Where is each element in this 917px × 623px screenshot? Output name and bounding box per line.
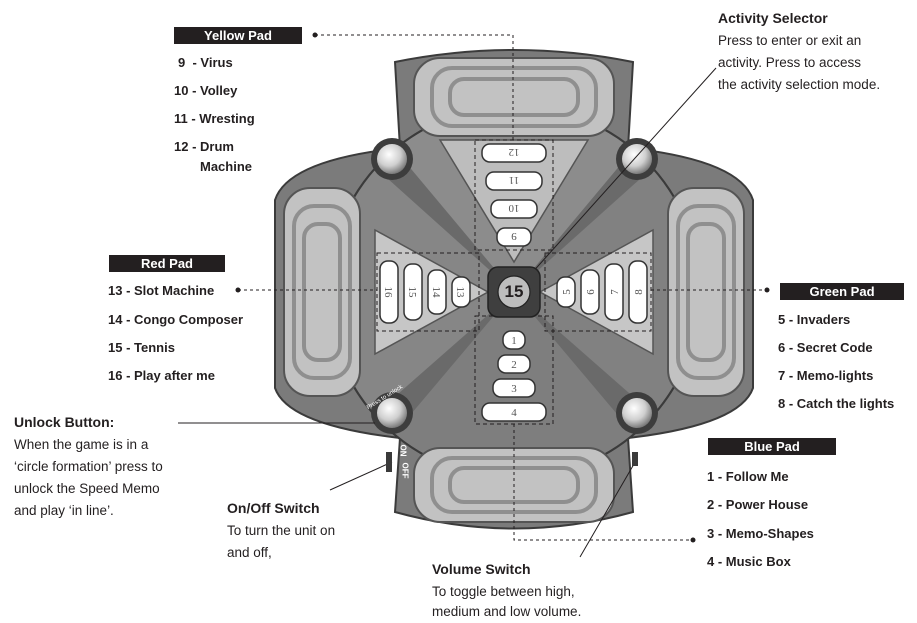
activity-selector-title: Activity Selector: [718, 10, 828, 26]
leader-dots: [235, 32, 770, 543]
green-key-5[interactable]: 5: [556, 276, 576, 308]
activity-selector-button[interactable]: [487, 266, 541, 318]
red-item-14: 14 - Congo Composer: [108, 312, 244, 327]
green-pad-label: Green Pad: [780, 283, 904, 300]
red-pad-label: Red Pad: [109, 255, 225, 272]
volume-switch-title: Volume Switch: [432, 561, 531, 577]
svg-text:4: 4: [511, 407, 517, 419]
on-off-switch-title: On/Off Switch: [227, 500, 320, 516]
svg-text:3: 3: [511, 383, 517, 395]
selector-number: 15: [504, 282, 524, 301]
on-off-switch-desc-1: To turn the unit on: [227, 523, 336, 538]
green-item-6: 6 - Secret Code: [778, 340, 873, 355]
solid-leaders: [178, 67, 717, 558]
green-item-5: 5 - Invaders: [778, 312, 851, 327]
svg-text:13: 13: [454, 287, 466, 299]
blue-key-4[interactable]: 4: [481, 402, 547, 422]
on-label: ON: [398, 444, 408, 457]
yellow-item-12-cont: Machine: [200, 159, 253, 174]
on-off-switch-slot[interactable]: [386, 452, 392, 472]
svg-text:16: 16: [382, 287, 394, 299]
green-key-7[interactable]: 7: [604, 263, 624, 321]
red-item-15: 15 - Tennis: [108, 340, 175, 355]
svg-text:6: 6: [585, 289, 597, 295]
yellow-key-9[interactable]: 9: [496, 227, 532, 247]
volume-switch-desc-1: To toggle between high,: [432, 584, 575, 599]
blue-key-2[interactable]: 2: [497, 354, 531, 374]
yellow-item-9: 9 - Virus: [178, 55, 233, 70]
blue-pad-label: Blue Pad: [708, 438, 836, 455]
unlock-button-desc-2: ‘circle formation’ press to: [14, 459, 163, 474]
svg-text:15: 15: [406, 287, 418, 299]
yellow-outer-pad: [413, 57, 615, 137]
yellow-key-10[interactable]: 10: [490, 199, 538, 219]
blue-item-4: 4 - Music Box: [707, 554, 791, 569]
unlock-button-desc-1: When the game is in a: [14, 437, 149, 452]
yellow-key-12[interactable]: 12: [481, 143, 547, 163]
green-item-8: 8 - Catch the lights: [778, 396, 895, 411]
svg-text:10: 10: [508, 202, 520, 214]
svg-text:5: 5: [561, 289, 573, 295]
corner-buttons: [371, 138, 658, 434]
red-item-16: 16 - Play after me: [108, 368, 215, 383]
off-label: OFF: [400, 462, 410, 479]
activity-selector-desc-1: Press to enter or exit an: [718, 33, 862, 48]
green-item-7: 7 - Memo-lights: [778, 368, 874, 383]
yellow-key-11[interactable]: 11: [485, 171, 543, 191]
svg-text:14: 14: [430, 287, 442, 299]
svg-text:11: 11: [509, 174, 520, 186]
yellow-item-12: 12 - Drum: [174, 139, 234, 154]
svg-text:1: 1: [511, 335, 517, 347]
volume-switch-desc-2: medium and low volume.: [432, 604, 582, 619]
blue-key-3[interactable]: 3: [492, 378, 536, 398]
svg-text:7: 7: [609, 289, 621, 295]
red-key-14[interactable]: 14: [427, 269, 447, 315]
blue-key-1[interactable]: 1: [502, 330, 526, 350]
volume-switch-slot[interactable]: [632, 452, 638, 466]
yellow-item-11: 11 - Wresting: [174, 111, 255, 126]
yellow-item-10: 10 - Volley: [174, 83, 238, 98]
svg-text:8: 8: [633, 289, 645, 295]
unlock-button-desc-3: unlock the Speed Memo: [14, 481, 160, 496]
red-key-16[interactable]: 16: [379, 260, 399, 324]
svg-text:9: 9: [511, 230, 517, 242]
red-item-13: 13 - Slot Machine: [108, 283, 215, 298]
yellow-pad-label: Yellow Pad: [174, 27, 302, 44]
green-key-6[interactable]: 6: [580, 269, 600, 315]
red-key-15[interactable]: 15: [403, 263, 423, 321]
red-key-13[interactable]: 13: [451, 276, 471, 308]
svg-text:12: 12: [509, 146, 520, 158]
on-off-switch-desc-2: and off,: [227, 545, 272, 560]
green-outer-pad: [667, 187, 745, 397]
red-outer-pad: [283, 187, 361, 397]
activity-selector-desc-2: activity. Press to access: [718, 55, 862, 70]
blue-item-2: 2 - Power House: [707, 497, 809, 512]
svg-text:2: 2: [511, 359, 517, 371]
green-key-8[interactable]: 8: [628, 260, 648, 324]
unlock-button-desc-4: and play ‘in line’.: [14, 503, 114, 518]
leader-lines: [238, 34, 767, 541]
blue-item-3: 3 - Memo-Shapes: [707, 526, 814, 541]
unlock-button-title: Unlock Button:: [14, 414, 115, 430]
activity-selector-desc-3: the activity selection mode.: [718, 77, 881, 92]
blue-item-1: 1 - Follow Me: [707, 469, 789, 484]
